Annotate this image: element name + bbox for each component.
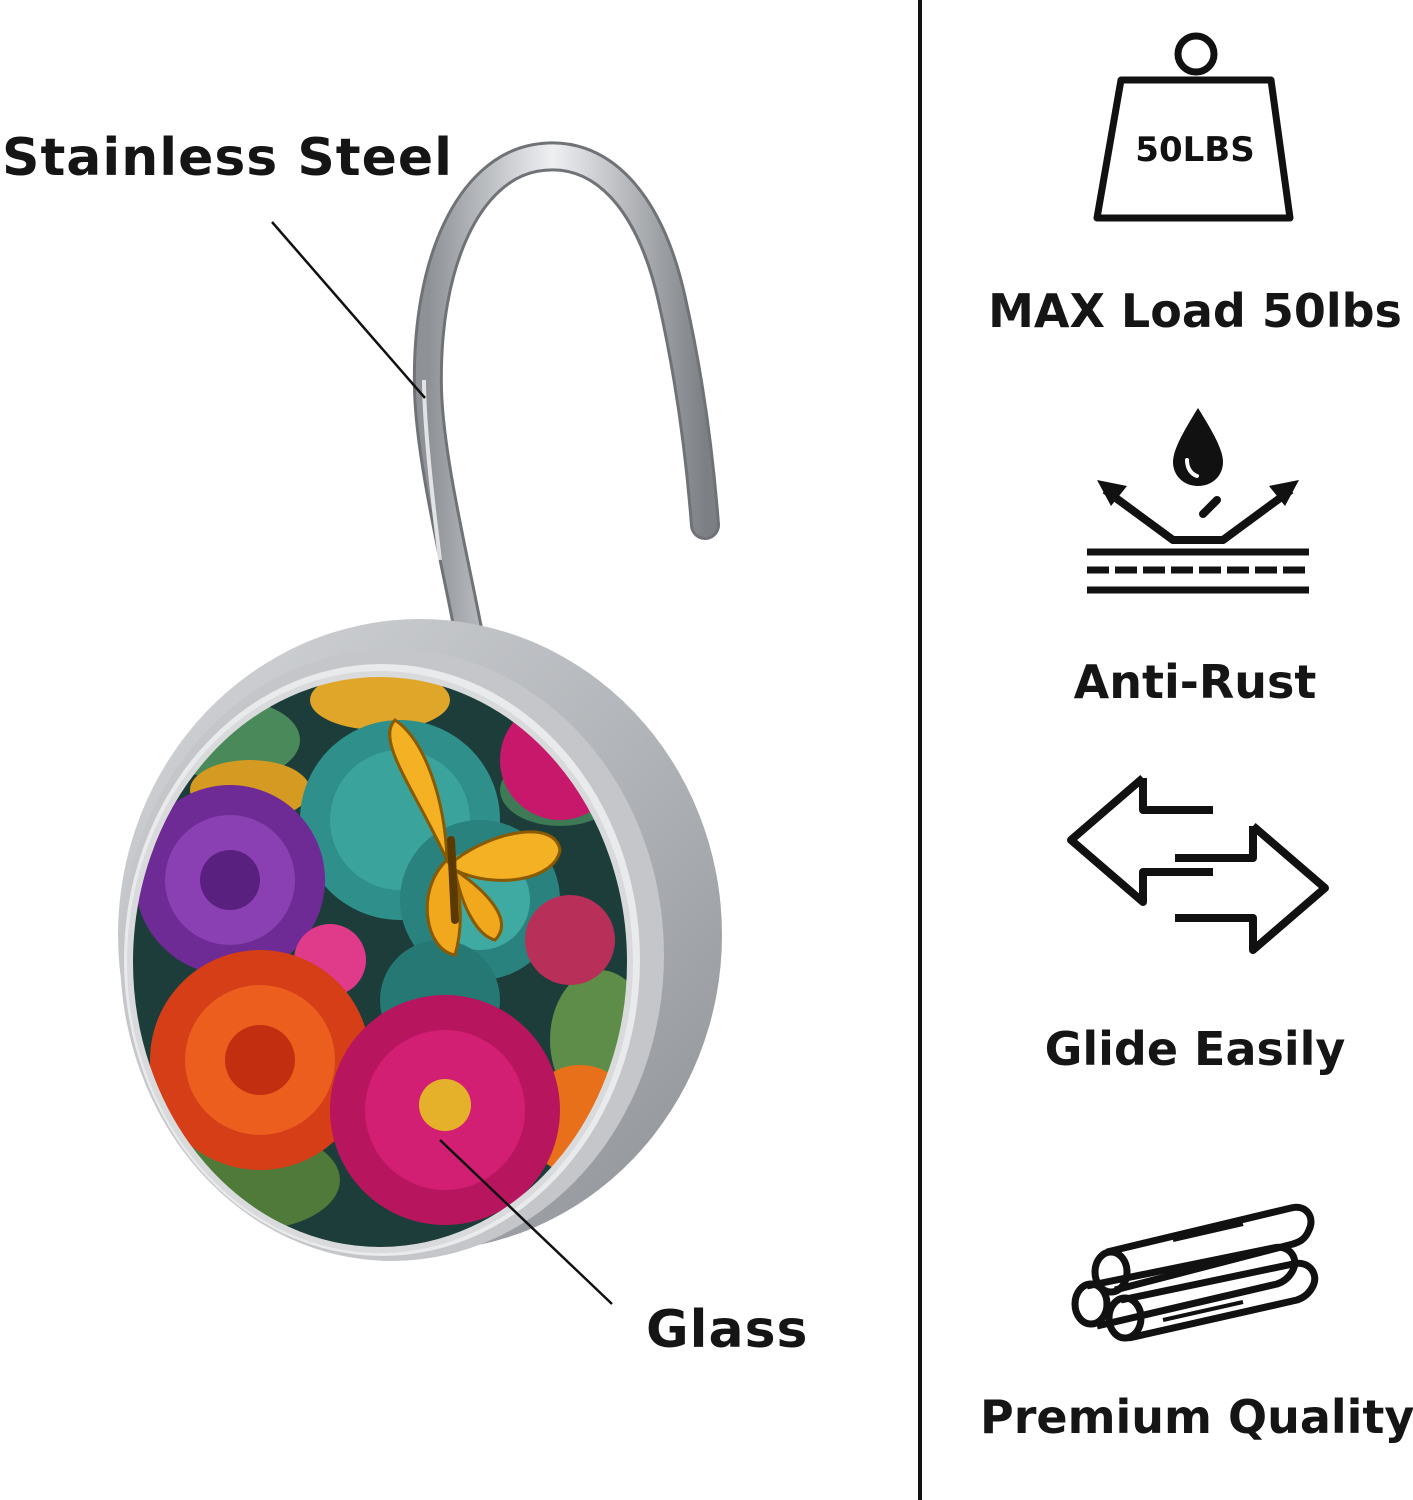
stainless-steel-callout-line — [271, 221, 426, 399]
glass-callout-line — [439, 1139, 613, 1305]
rods-icon — [1071, 1203, 1319, 1342]
feature-label-anti-rust: Anti-Rust — [1073, 655, 1317, 709]
floral-glass-face — [130, 674, 630, 1250]
feature-label-max-load: MAX Load 50lbs — [988, 284, 1402, 338]
feature-label-premium-quality: Premium Quality — [980, 1390, 1413, 1444]
weight-icon — [1093, 32, 1294, 222]
vertical-divider — [918, 0, 922, 1500]
double-arrow-icon — [1067, 774, 1329, 954]
butterfly — [388, 718, 562, 957]
shower-hook-illustration — [118, 141, 722, 1305]
weight-icon-text: 50LBS — [1135, 130, 1255, 170]
water-repel-icon — [1087, 408, 1309, 594]
glass-label: Glass — [646, 1300, 809, 1360]
feature-label-glide-easily: Glide Easily — [1044, 1022, 1346, 1076]
stainless-steel-label: Stainless Steel — [2, 128, 454, 188]
